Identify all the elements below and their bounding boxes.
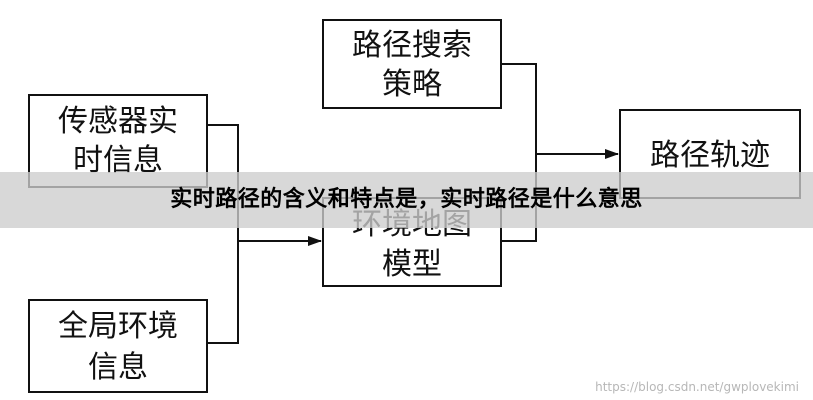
node-box [28,94,208,188]
title-banner: 实时路径的含义和特点是，实时路径是什么意思 [0,172,813,228]
node-box [322,19,502,109]
node-sensor-info: 传感器实 时信息 [28,94,208,188]
node-label-line: 信息 [88,350,148,385]
node-label-line: 策略 [382,67,442,102]
node-box [28,299,208,393]
node-route-search-strategy: 路径搜索 策略 [322,19,502,109]
node-label-line: 模型 [382,247,442,282]
connector-line [207,124,239,344]
watermark-text: https://blog.csdn.net/gwplovekimi [595,380,799,394]
node-label-line: 传感器实 [58,104,178,139]
node-global-env-info: 全局环境 信息 [28,299,208,393]
connector-line [501,63,537,242]
node-label-line: 全局环境 [58,309,178,344]
node-label-line: 路径轨迹 [650,138,770,173]
page-title: 实时路径的含义和特点是，实时路径是什么意思 [170,187,643,212]
connector-right-merge [501,63,619,242]
node-label-line: 路径搜索 [352,28,472,63]
connector-left-merge [207,124,322,344]
